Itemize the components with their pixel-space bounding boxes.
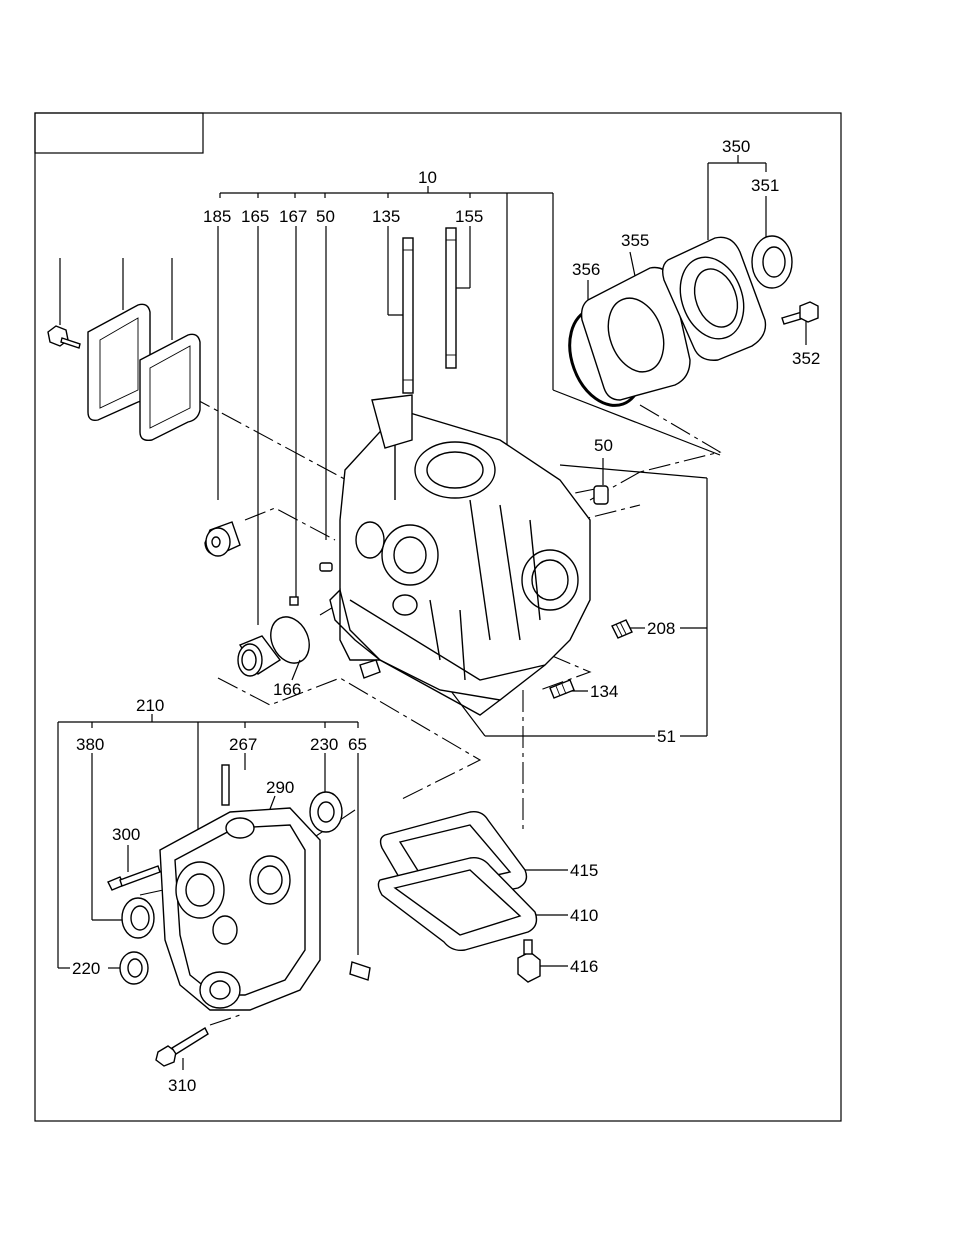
callout-155: 155 <box>455 207 483 226</box>
callout-415: 415 <box>570 861 598 880</box>
callout-166: 166 <box>273 680 301 699</box>
callout-356: 356 <box>572 260 600 279</box>
right-small-parts <box>549 619 633 699</box>
callout-300: 300 <box>112 825 140 844</box>
callout-165: 165 <box>241 207 269 226</box>
stud-65 <box>349 961 371 981</box>
callout-355: 355 <box>621 231 649 250</box>
plug-208 <box>611 619 633 639</box>
callout-310: 310 <box>168 1076 196 1095</box>
callout-51: 51 <box>657 727 676 746</box>
diagram-frame <box>34 112 842 1122</box>
stud-267 <box>221 764 230 806</box>
top-cover-assembly <box>47 303 201 442</box>
callout-416: 416 <box>570 957 598 976</box>
callout-290: 290 <box>266 778 294 797</box>
callout-220: 220 <box>72 959 100 978</box>
right-bearing-housing-assembly <box>568 235 819 505</box>
stud-135 <box>402 237 414 394</box>
bearing-230 <box>309 791 343 833</box>
callout-134: 134 <box>590 682 618 701</box>
crankcase-cover-210 <box>107 764 371 1067</box>
callout-410: 410 <box>570 906 598 925</box>
drain-plug-416 <box>517 951 541 983</box>
oil-pan-assembly <box>377 810 541 983</box>
callout-351: 351 <box>751 176 779 195</box>
main-crankcase <box>329 394 591 716</box>
bolt-310 <box>155 1045 177 1067</box>
oil-pan-410 <box>377 856 538 952</box>
callout-10: 10 <box>418 168 437 187</box>
left-small-parts <box>204 521 381 679</box>
bearing-housing-350 <box>661 236 767 361</box>
oil-seal-220 <box>119 951 149 985</box>
bracket-10 <box>219 186 721 480</box>
sleeve-134-pin <box>359 659 381 679</box>
callout-210: 210 <box>136 696 164 715</box>
dowel-pin-50-left <box>319 562 333 572</box>
callout-167: 167 <box>279 207 307 226</box>
callout-labels: 10 185 165 167 50 135 155 350 351 355 35… <box>72 137 820 1095</box>
snap-ring-166 <box>270 616 310 664</box>
leader-lines <box>57 155 807 1070</box>
callout-50-right: 50 <box>594 436 613 455</box>
stud-155 <box>445 227 457 369</box>
stud-134 <box>549 679 575 699</box>
callout-65: 65 <box>348 735 367 754</box>
pin-167 <box>289 596 299 606</box>
dowel-pin-50 <box>593 485 609 505</box>
callout-380: 380 <box>76 735 104 754</box>
title-box <box>34 112 204 154</box>
oil-seal-351 <box>751 235 793 289</box>
studs <box>402 227 457 394</box>
callout-352: 352 <box>792 349 820 368</box>
callout-50-top: 50 <box>316 207 335 226</box>
callout-185: 185 <box>203 207 231 226</box>
top-cover-gasket <box>139 333 201 442</box>
callout-350: 350 <box>722 137 750 156</box>
callout-230: 230 <box>310 735 338 754</box>
callout-135: 135 <box>372 207 400 226</box>
callout-267: 267 <box>229 735 257 754</box>
callout-208: 208 <box>647 619 675 638</box>
